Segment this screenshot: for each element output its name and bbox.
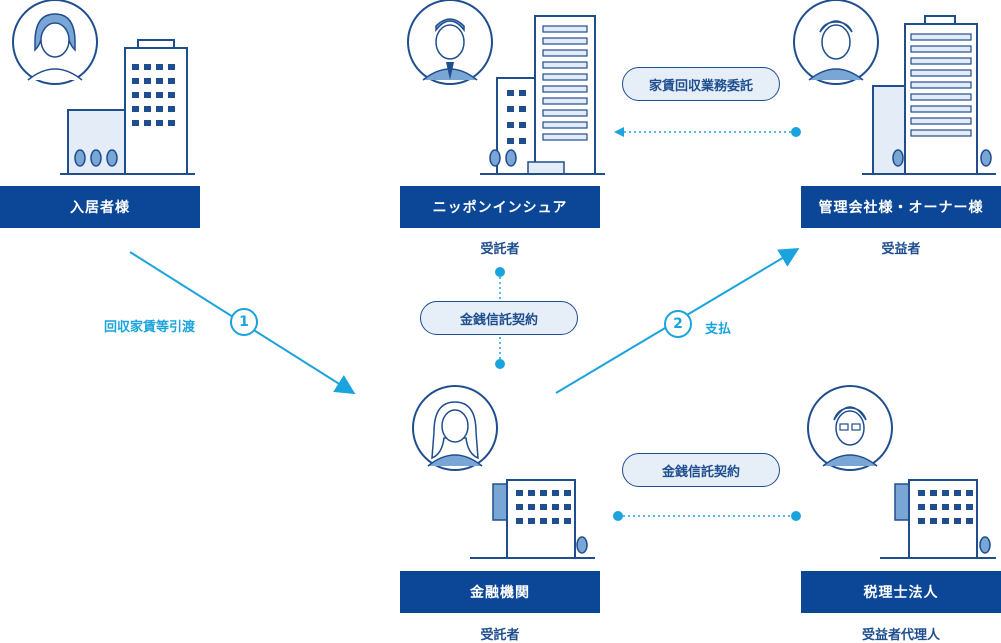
money-trust-pill-bottom: 金銭信託契約 [622,453,780,487]
tenant-label: 入居者様 [0,186,200,228]
bank-role: 受託者 [480,628,520,643]
tax-person-icon [807,385,893,471]
nippon-building-icon [480,15,605,175]
tenant-building-icon [60,39,195,175]
tenant-person-icon [12,0,98,85]
flow-2-number-badge: 2 [664,310,692,338]
tax-building-icon [880,479,996,559]
nippon-role: 受託者 [480,242,520,257]
bank-label: 金融機関 [400,571,600,613]
bank-person-icon [412,385,498,471]
rent-collection-pill: 家賃回収業務委託 [622,67,780,101]
management-building-icon [862,15,996,175]
management-role: 受益者 [881,242,921,257]
tax-label: 税理士法人 [801,571,1001,613]
bank-building-icon [470,479,595,559]
management-label: 管理会社様・オーナー様 [801,186,1001,228]
flow-1-number-badge: 1 [230,308,258,336]
flow-2-label: 支払 [705,322,732,337]
tax-role: 受益者代理人 [861,628,940,643]
nippon-label: ニッポンインシュア [400,186,600,228]
nippon-person-icon [407,0,493,85]
rent-collection-connector [614,127,801,137]
money-trust-horizontal-connector [613,511,801,521]
flow-1-label: 回収家賃等引渡 [104,320,196,335]
management-person-icon [793,0,879,85]
money-trust-pill-top: 金銭信託契約 [420,301,578,335]
